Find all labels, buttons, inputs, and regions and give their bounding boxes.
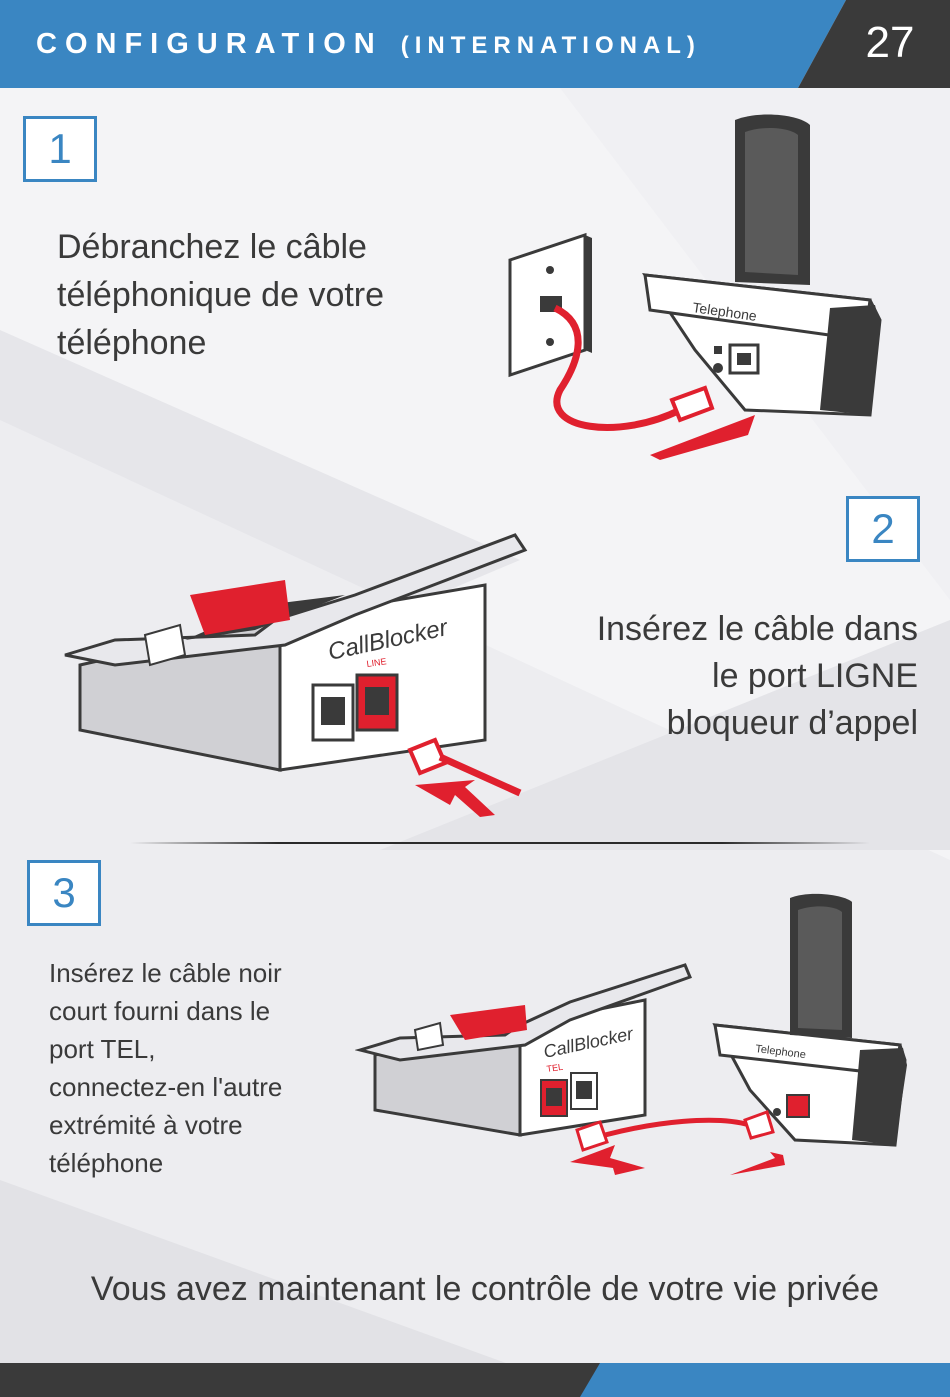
header-title: CONFIGURATION (INTERNATIONAL) bbox=[36, 28, 701, 61]
step-2-text: Insérez le câble dans le port LIGNE bloq… bbox=[596, 610, 918, 742]
step-3-number: 3 bbox=[27, 860, 101, 926]
tel-port-label: TEL bbox=[546, 1062, 564, 1074]
section-divider bbox=[130, 842, 870, 844]
line-port-label: LINE bbox=[366, 656, 387, 669]
title-subtitle: (INTERNATIONAL) bbox=[400, 32, 701, 59]
step-3-text: Insérez le câble noir court fourni dans … bbox=[49, 958, 283, 1178]
footer-message: Vous avez maintenant le contrôle de votr… bbox=[90, 1270, 880, 1308]
step-2-number: 2 bbox=[846, 496, 920, 562]
footer-band bbox=[0, 1363, 950, 1397]
step-2-illustration: CallBlocker LINE bbox=[64, 533, 528, 817]
header-band bbox=[0, 0, 950, 88]
page-number: 27 bbox=[865, 18, 915, 67]
step-1-illustration: Telephone bbox=[508, 114, 882, 460]
step-1-text: Débranchez le câble téléphonique de votr… bbox=[57, 228, 385, 362]
title-main: CONFIGURATION bbox=[36, 28, 383, 60]
step-1-number: 1 bbox=[23, 116, 97, 182]
step-3-illustration: CallBlocker TEL Telephone bbox=[355, 893, 907, 1175]
